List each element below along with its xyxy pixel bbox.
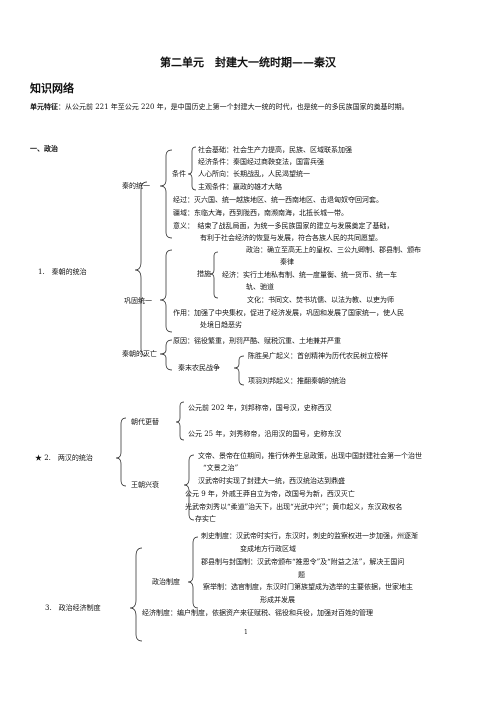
revolt-chen-wu: 陈胜吴广起义：首创精神为历代农民树立榜样	[248, 352, 388, 360]
junxian-system-1: 郡县制与封国制：汉武帝颁布“推恩令”及“附益之法”，解决王国问	[201, 558, 405, 566]
rise-guangwu-2: 存实亡	[195, 515, 216, 523]
qin-meaning-1: 意义： 结束了战乱局面，为统一多民族国家的建立与发展奠定了基础，	[173, 222, 394, 230]
rise-wudi: 汉武帝时实现了封建大一统，西汉统治达到鼎盛	[198, 477, 345, 485]
section-title: 知识网络	[30, 82, 74, 95]
rise-guangwu-1: 光武帝刘秀以“柔道”治天下，出现“光武中兴”；黄巾起义，东汉政权名	[185, 503, 403, 511]
brace-dynasty	[175, 401, 185, 441]
chaju-system-1: 察举制：选官制度，东汉时门第族望成为选举的主要依据，世家地主	[203, 583, 413, 591]
unit-feature-text: ：从公元前 221 年至公元 220 年，是中国历史上第一个封建大一统的时代，也…	[58, 103, 409, 111]
brace-han-main	[115, 417, 127, 487]
rise-wenjing-1: 文帝、景帝在位期间，推行休养生息政策，出现中国封建社会第一个治世	[198, 452, 422, 460]
brace-fall	[159, 339, 173, 371]
unit-feature: 单元特征：从公元前 221 年至公元 220 年，是中国历史上第一个封建大一统的…	[30, 100, 470, 114]
brace-consolidate	[159, 249, 173, 333]
consolidate-effect-1: 作用：加强了中央集权，促进了经济发展，巩固和发展了国家统一，使人民	[173, 309, 404, 317]
rise-wangmang: 公元 9 年，外戚王莽自立为帝，改国号为新，西汉灭亡	[185, 490, 355, 498]
measure-politics-1: 政治：确立至高无上的皇权、三公九卿制、郡县制、颁布	[246, 246, 421, 254]
brace-measures	[209, 251, 219, 299]
qin-meaning-2: 有利于社会经济的恢复与发展，符合各族人民的共同愿望。	[200, 234, 382, 242]
qin-unify-label: 秦的统一	[122, 182, 150, 190]
brace-conditions	[187, 146, 197, 191]
qin-process: 经过：灭六国、统一越族地区、统一西南地区、击退匈奴夺回河套。	[173, 196, 383, 204]
qin-heading: 1. 秦朝的统治	[38, 268, 87, 276]
condition-social: 社会基础：社会生产力提高，民族、区域联系加强	[198, 146, 352, 154]
revolt-xiang-liu: 项羽刘邦起义：推翻秦朝的统治	[248, 377, 346, 385]
brace-revolt	[233, 355, 245, 386]
system-heading: 3. 政治经济制度	[45, 604, 101, 612]
fall-cause: 原因：徭役繁重，刑罚严酷、赋税沉重、土地兼并严重	[173, 337, 341, 345]
politics-heading: 一、政治	[30, 144, 58, 153]
political-system-label: 政治制度	[152, 578, 180, 586]
cishi-system-1: 刺史制度：汉武帝时实行，东汉时，刺史的监察权进一步加强，州逐渐	[201, 532, 418, 540]
page-title: 第二单元 封建大一统时期——秦汉	[160, 56, 336, 69]
brace-political	[187, 536, 199, 609]
fall-label: 秦朝的灭亡	[122, 350, 157, 358]
han-heading: ★ 2. 两汉的统治	[35, 454, 93, 462]
rise-wenjing-2: “文景之治”	[203, 464, 239, 472]
brace-qin-unify	[159, 149, 173, 239]
conditions-label: 条件	[172, 170, 186, 178]
measure-culture: 文化：书同文、焚书坑儒、以法为教、以吏为师	[247, 296, 394, 304]
consolidate-effect-2: 处境日趋恶劣	[200, 321, 242, 329]
consolidate-label: 巩固统一	[124, 297, 152, 305]
brace-system-main	[129, 547, 143, 642]
qin-territory: 疆域：东临大海，西到陇西，南濒南海，北抵长城一带。	[173, 209, 348, 217]
economic-system: 经济制度：编户制度，依据资产来征赋税、徭役和兵役，加强对百姓的管理	[142, 609, 373, 617]
dynasty-east-han: 公元 25 年，刘秀称帝，沿用汉的国号，史称东汉	[188, 430, 342, 438]
chaju-system-2: 形成并发展	[260, 596, 295, 604]
measure-politics-2: 秦律	[280, 258, 294, 266]
cishi-system-2: 变成地方行政区域	[240, 545, 296, 553]
brace-rise	[183, 454, 195, 521]
condition-people: 人心所向：长期战乱，人民渴望统一	[198, 170, 310, 178]
junxian-system-2: 题	[298, 571, 305, 579]
dynasty-west-han: 公元前 202 年，刘邦称帝，国号汉，史称西汉	[188, 404, 332, 412]
condition-economic: 经济条件：秦国经过商鞅变法，国富兵强	[198, 158, 324, 166]
condition-subjective: 主观条件：嬴政的雄才大略	[198, 183, 282, 191]
measure-economy-1: 经济：实行土地私有制、统一度量衡、统一货币、统一车	[222, 271, 397, 279]
brace-qin-main	[134, 181, 148, 357]
rise-label: 王朝兴衰	[131, 481, 159, 489]
page-number: 1	[244, 629, 248, 636]
unit-feature-label: 单元特征	[30, 102, 58, 111]
measures-label: 措施	[197, 270, 211, 278]
revolt-label: 秦末农民战争	[178, 364, 220, 372]
dynasty-label: 朝代更替	[131, 418, 159, 426]
measure-economy-2: 轨、驰道	[246, 283, 274, 291]
